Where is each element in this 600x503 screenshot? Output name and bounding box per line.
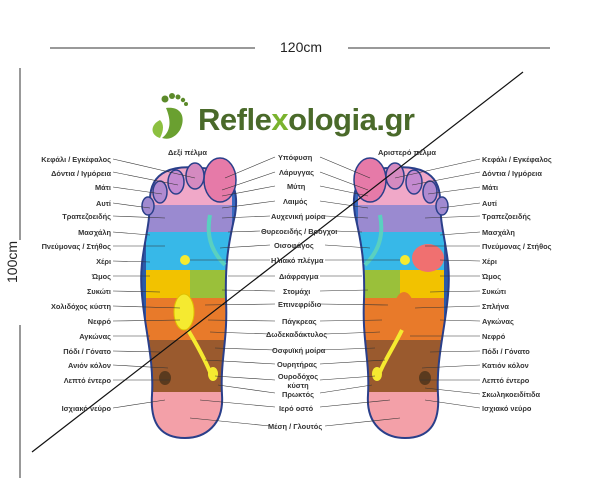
diagonal-line <box>31 71 524 453</box>
label-right-10: Σπλήνα <box>482 302 509 311</box>
label-right-0: Κεφάλι / Εγκέφαλος <box>482 155 552 164</box>
left-foot-title: Αριστερό πέλμα <box>378 148 436 157</box>
label-center-11: Πάγκρεας <box>282 317 317 326</box>
label-right-3: Αυτί <box>482 199 497 208</box>
label-center-9: Στομάχι <box>283 287 311 296</box>
label-right-12: Νεφρό <box>482 332 506 341</box>
label-right-5: Μασχάλη <box>482 228 515 237</box>
label-left-3: Αυτί <box>96 199 111 208</box>
right-foot-map <box>140 157 238 440</box>
label-center-8: Διάφραγμα <box>279 272 319 281</box>
label-left-7: Χέρι <box>96 257 111 266</box>
label-center-14: Ουρητήρας <box>277 360 317 369</box>
label-left-12: Αγκώνας <box>79 332 111 341</box>
label-right-4: Τραπεζοειδής <box>482 212 531 221</box>
label-center-1: Λάρυγγας <box>279 168 314 177</box>
label-left-1: Δόντια / Ιγμόρεια <box>51 169 111 178</box>
label-right-17: Ισχιακό νεύρο <box>482 404 532 413</box>
leader-lines <box>112 156 481 427</box>
label-right-9: Συκώτι <box>482 287 507 296</box>
label-left-0: Κεφάλι / Εγκέφαλος <box>41 155 111 164</box>
label-center-18: Μέση / Γλουτός <box>268 422 323 431</box>
label-left-6: Πνεύμονας / Στήθος <box>41 242 111 251</box>
label-right-16: Σκωληκοειδίτιδα <box>482 390 541 399</box>
label-left-5: Μασχάλη <box>78 228 111 237</box>
label-right-11: Αγκώνας <box>482 317 514 326</box>
label-right-13: Πόδι / Γόνατο <box>482 347 530 356</box>
label-right-7: Χέρι <box>482 257 497 266</box>
label-center-3: Λαιμός <box>283 197 308 206</box>
label-left-4: Τραπεζοειδής <box>62 212 111 221</box>
label-left-11: Νεφρό <box>87 317 111 326</box>
right-foot-title: Δεξί πέλμα <box>168 148 207 157</box>
height-dimension-label: 100cm <box>4 240 20 283</box>
label-center-15: Ουροδόχος κύστη <box>277 372 319 390</box>
label-right-2: Μάτι <box>482 183 499 192</box>
label-center-0: Υπόφυση <box>278 153 313 162</box>
label-center-6: Οισοφάγος <box>274 241 314 250</box>
label-left-15: Λεπτό έντερο <box>63 376 111 385</box>
label-center-10: Επινεφρίδιο <box>278 300 322 309</box>
label-center-16: Πρωκτός <box>282 390 314 399</box>
label-left-10: Χολιδόχος κύστη <box>50 302 111 311</box>
label-right-15: Λεπτό έντερο <box>482 376 530 385</box>
label-center-5: Θυρεοειδής / Βρόγχοι <box>261 227 338 236</box>
label-right-8: Ώμος <box>482 272 502 281</box>
label-left-8: Ώμος <box>91 272 111 281</box>
label-left-2: Μάτι <box>94 183 111 192</box>
label-left-9: Συκώτι <box>86 287 111 296</box>
label-center-2: Μύτη <box>287 182 306 191</box>
label-center-7: Ηλιακό πλέγμα <box>271 256 324 265</box>
label-center-4: Αυχενική μοίρα <box>271 212 326 221</box>
label-center-12: Δωδεκαδάκτυλος <box>266 330 328 339</box>
label-center-17: Ιερό οστό <box>279 404 314 413</box>
label-left-13: Πόδι / Γόνατο <box>63 347 111 356</box>
label-left-14: Ανιόν κόλον <box>68 361 111 370</box>
width-dimension-label: 120cm <box>280 39 323 55</box>
label-right-1: Δόντια / Ιγμόρεια <box>482 169 542 178</box>
label-left-16: Ισχιακό νεύρο <box>61 404 111 413</box>
label-right-6: Πνεύμονας / Στήθος <box>482 242 552 251</box>
footprint-leaf-icon <box>152 93 188 139</box>
label-center-13: Οσφυϊκή μοίρα <box>272 346 326 355</box>
label-right-14: Κατιόν κόλον <box>482 361 529 370</box>
brand-name: Reflexologia.gr <box>198 102 415 137</box>
